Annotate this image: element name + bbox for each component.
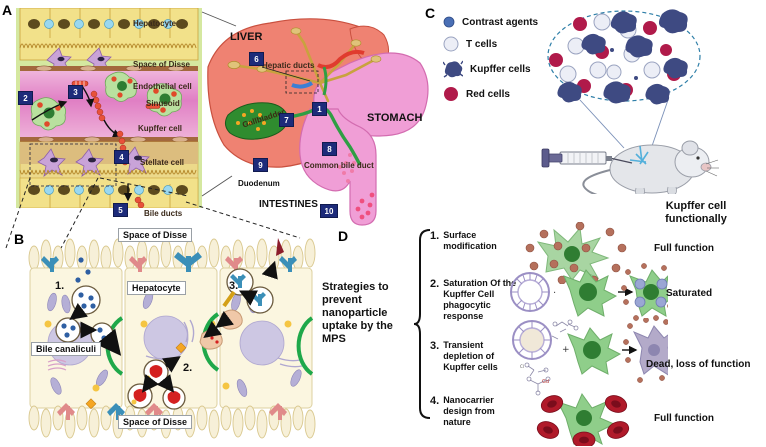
state-4: Full function bbox=[654, 413, 714, 424]
state-3: Dead, loss of function bbox=[646, 359, 751, 370]
marker-4: 4 bbox=[114, 150, 129, 164]
strategy-2-number: 2. bbox=[430, 278, 440, 290]
red-cell-icon bbox=[443, 86, 459, 102]
strategy-2-text: Saturation Of the Kupffer Cell phagocyti… bbox=[443, 278, 517, 321]
strategy-4-text: Nanocarrier design from nature bbox=[443, 395, 495, 427]
syringe-icon bbox=[541, 148, 633, 168]
contrast-agent-icon bbox=[443, 16, 455, 28]
panel-c-letter: C bbox=[425, 5, 436, 21]
strategy-1-text: Surface modification bbox=[443, 230, 497, 251]
label-bile-canaliculi-b: Bile canaliculi bbox=[31, 342, 102, 356]
label-hepatocyte-b: Hepatocyte bbox=[127, 281, 186, 295]
label-endothelial-cell-a: Endothelial cell bbox=[133, 82, 192, 91]
strategy-4-number: 4. bbox=[430, 395, 440, 407]
strategy-nanocarrier-nature: 4. Nanocarrier design from nature bbox=[430, 395, 523, 428]
strategy-1-number: 1. bbox=[430, 230, 440, 242]
panel-c-legend: Contrast agents T cells Kupffer cells Re… bbox=[443, 16, 538, 102]
strategy-2-graphic: · bbox=[508, 262, 668, 322]
marker-1: 1 bbox=[312, 102, 327, 116]
svg-text:·: · bbox=[553, 288, 556, 299]
marker-9: 9 bbox=[253, 158, 268, 172]
marker-b-1: 1. bbox=[55, 280, 65, 292]
label-sinusoid-a: Sinusoid bbox=[146, 99, 180, 108]
panel-c-blood-illustration bbox=[540, 4, 766, 194]
panel-b-hepatocyte-diagram bbox=[26, 238, 316, 440]
label-space-of-disse-b-bottom: Space of Disse bbox=[118, 415, 193, 429]
label-space-of-disse-a: Space of Disse bbox=[133, 60, 190, 69]
t-cell-icon bbox=[443, 36, 459, 52]
label-liver: LIVER bbox=[230, 31, 263, 43]
strategy-4-graphic bbox=[530, 390, 640, 446]
label-kupffer-cell-a: Kupffer cell bbox=[138, 124, 183, 133]
state-2: Saturated bbox=[666, 288, 713, 299]
label-common-bile-duct: Common bile duct bbox=[304, 161, 374, 170]
legend-t-cells: T cells bbox=[443, 36, 538, 52]
panel-d-strategy-title: Strategies to prevent nanoparticle uptak… bbox=[322, 281, 393, 345]
label-space-of-disse-b-top: Space of Disse bbox=[118, 228, 193, 242]
legend-red-cells: Red cells bbox=[443, 86, 538, 102]
panel-b-letter: B bbox=[14, 231, 25, 247]
strategy-3-text: Transient depletion of Kupffer cells bbox=[443, 340, 498, 372]
mouse-illustration bbox=[582, 140, 719, 194]
label-hepatic-ducts: Hepatic ducts bbox=[262, 61, 315, 70]
svg-text:Cl: Cl bbox=[520, 364, 524, 369]
panel-d-letter: D bbox=[338, 228, 349, 244]
marker-5: 5 bbox=[113, 203, 128, 217]
marker-6: 6 bbox=[249, 52, 264, 66]
strategy-saturation: 2. Saturation Of the Kupffer Cell phagoc… bbox=[430, 278, 523, 322]
legend-contrast-agents: Contrast agents bbox=[443, 16, 538, 28]
panel-a-letter: A bbox=[2, 2, 13, 18]
label-duodenum: Duodenum bbox=[238, 179, 280, 188]
marker-b-3: 3. bbox=[229, 280, 239, 292]
marker-7: 7 bbox=[279, 113, 294, 127]
panel-d-column-header: Kupffer cell functionally bbox=[665, 200, 727, 225]
label-intestines: INTESTINES bbox=[259, 199, 318, 210]
marker-10: 10 bbox=[320, 204, 338, 218]
strategy-surface-modification: 1. Surface modification bbox=[430, 230, 521, 252]
strategy-3-number: 3. bbox=[430, 340, 440, 352]
marker-b-2: 2. bbox=[183, 362, 193, 374]
label-hepatocyte-a: Hepatocyte bbox=[133, 19, 177, 28]
svg-text:Gd: Gd bbox=[542, 379, 549, 385]
marker-2: 2 bbox=[18, 91, 33, 105]
strategy-transient-depletion: 3. Transient depletion of Kupffer cells bbox=[430, 340, 523, 373]
state-1: Full function bbox=[654, 243, 714, 254]
label-stellate-cell-a: Stellate cell bbox=[140, 158, 185, 167]
marker-8: 8 bbox=[322, 142, 337, 156]
panel-d-bracket bbox=[414, 229, 431, 419]
legend-kupffer-cells: Kupffer cells bbox=[443, 60, 538, 78]
label-stomach: STOMACH bbox=[367, 112, 423, 124]
connector-lines bbox=[5, 11, 301, 251]
label-bile-ducts-a: Bile ducts bbox=[144, 209, 183, 218]
kupffer-cell-icon bbox=[443, 60, 463, 78]
marker-3: 3 bbox=[68, 85, 83, 99]
strategy-3-graphic: Gd Cl + bbox=[508, 318, 668, 398]
svg-text:+: + bbox=[562, 345, 570, 355]
